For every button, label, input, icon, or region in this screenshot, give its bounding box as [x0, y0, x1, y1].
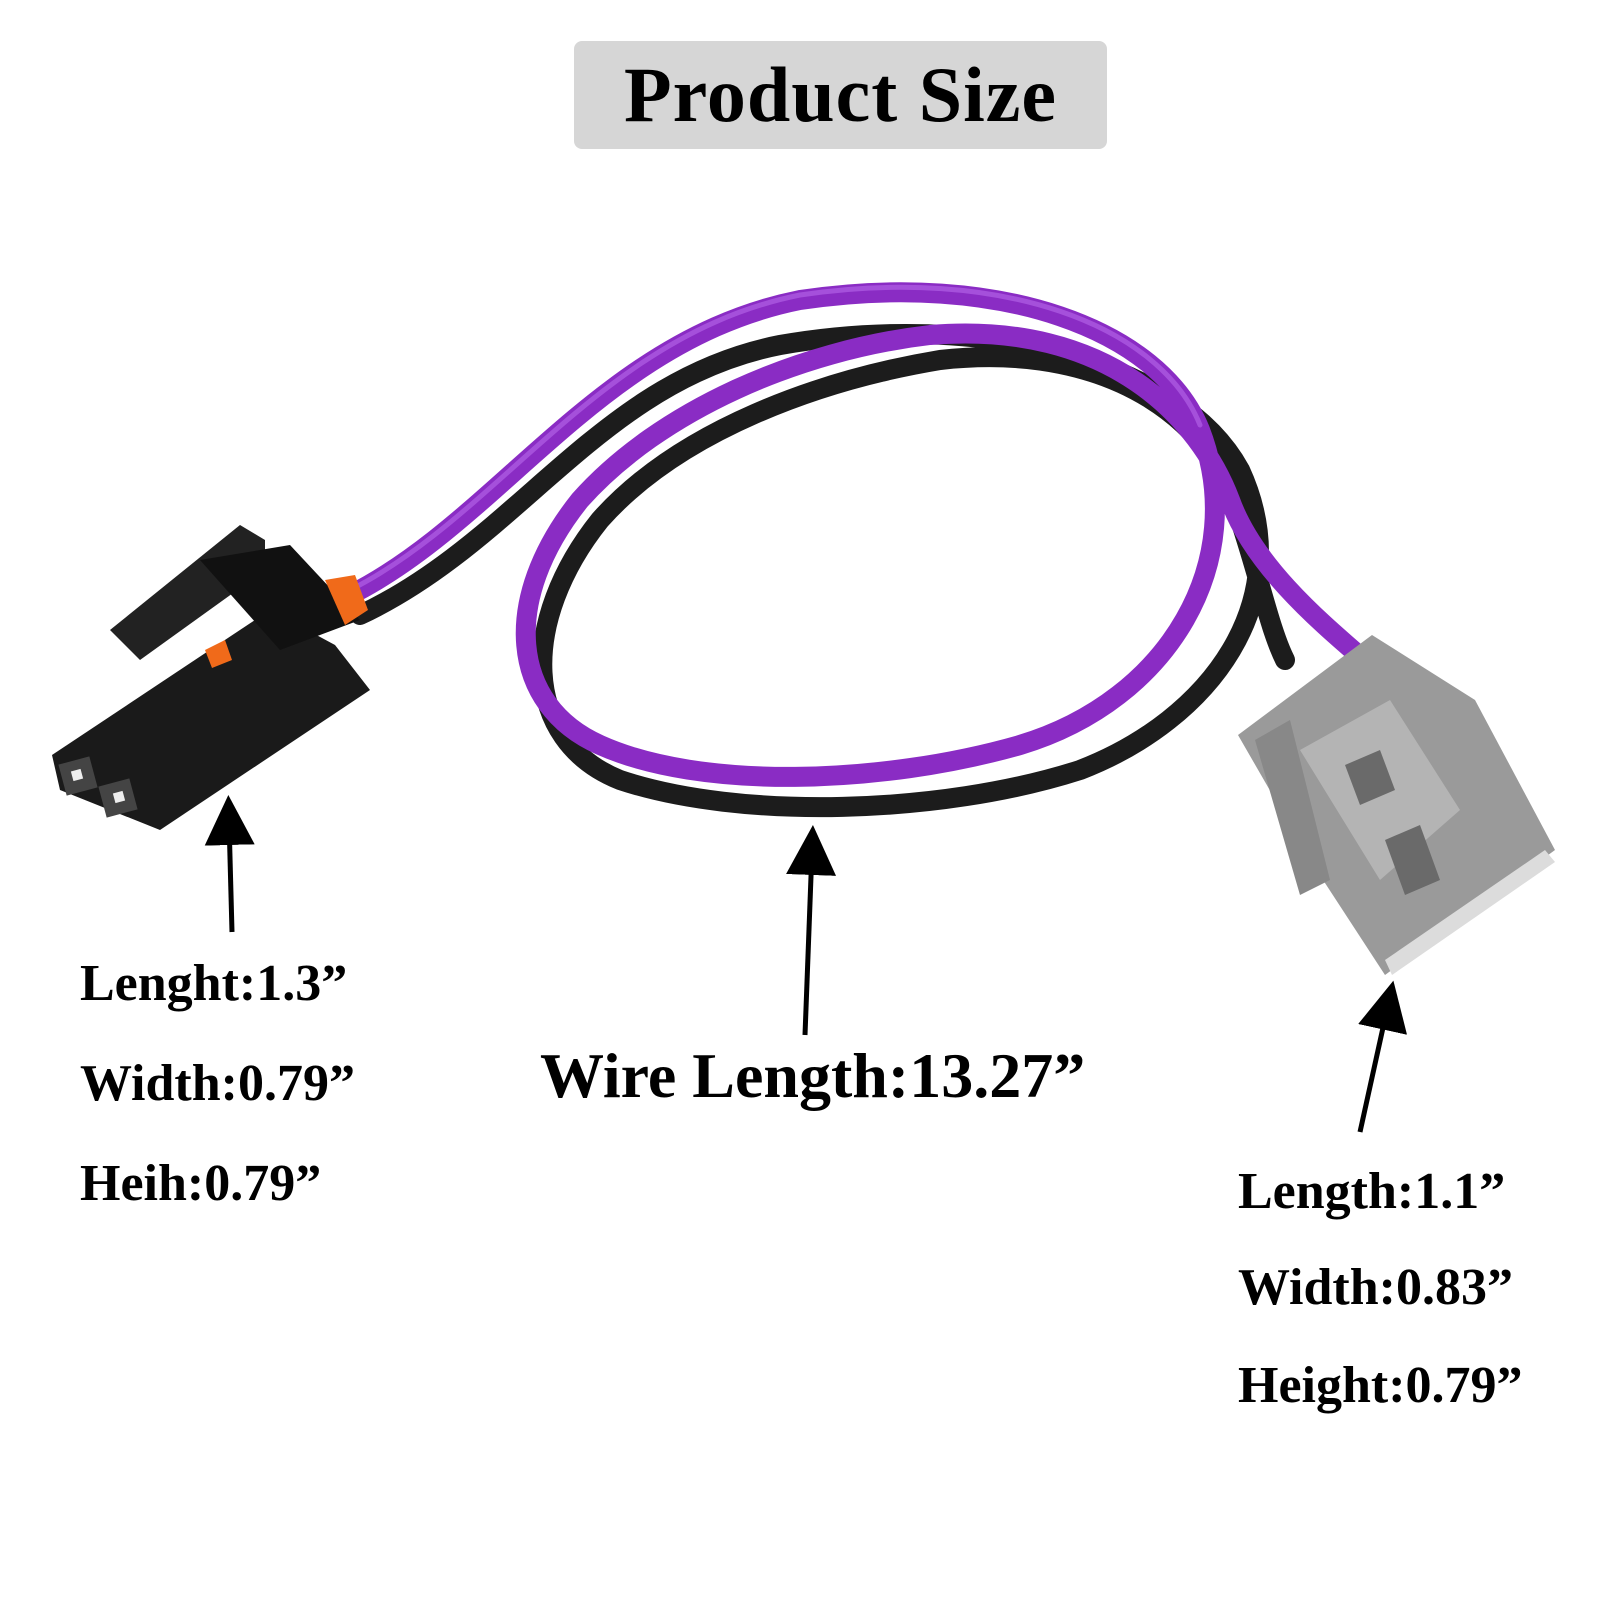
- right-arrow: [1357, 980, 1408, 1133]
- left-connector-width: Width:0.79”: [80, 1055, 355, 1112]
- left-connector-length: Lenght:1.3”: [80, 955, 348, 1012]
- right-connector-length: Length:1.1”: [1238, 1163, 1506, 1220]
- title-banner: Product Size: [574, 41, 1107, 149]
- left-arrow: [204, 795, 255, 933]
- left-connector-height: Heih:0.79”: [80, 1155, 322, 1212]
- purple-wire-highlight: [347, 284, 1203, 593]
- right-connector: [1238, 635, 1555, 975]
- purple-wire: [340, 282, 1380, 787]
- wire-arrow: [786, 825, 837, 1036]
- left-connector: [52, 525, 370, 830]
- page-title: Product Size: [623, 51, 1057, 138]
- orange-latch: [325, 575, 368, 625]
- black-wire: [350, 323, 1295, 818]
- right-connector-height: Height:0.79”: [1238, 1357, 1523, 1414]
- wire-length: Wire Length:13.27”: [540, 1040, 1086, 1111]
- right-connector-width: Width:0.83”: [1238, 1259, 1513, 1316]
